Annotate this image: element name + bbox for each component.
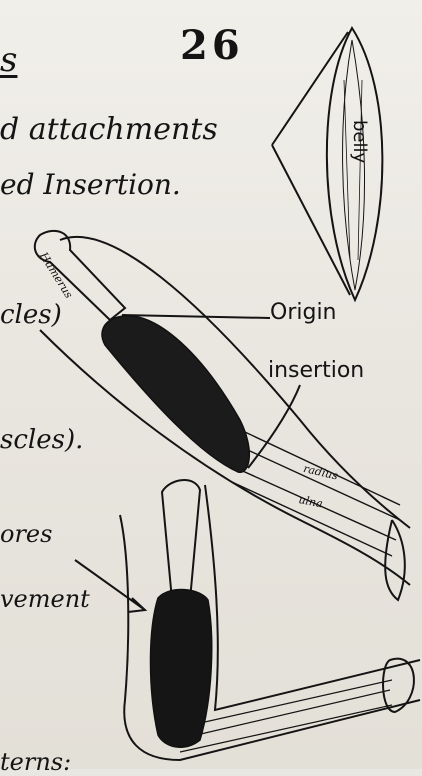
text-line-attachments: d attachments [0,112,218,147]
text-fragment-cles: cles) [0,300,62,330]
origin-pointer [122,315,270,318]
text-line-insertion: ed Insertion. [0,168,181,201]
text-fragment-ores: ores [0,520,52,548]
biceps-muscle-flexed [151,590,212,748]
text-fragment-scles: scles). [0,425,83,455]
muscle-belly-drawing [327,28,383,300]
label-origin: Origin [270,300,337,325]
insertion-pointer [248,385,300,468]
text-fragment-terns: terns: [0,748,71,776]
belly-pointer-lines [272,32,350,295]
hand-fist [383,659,414,712]
label-insertion: insertion [268,358,364,383]
heading-fragment: s [0,40,17,80]
flexed-humerus [162,480,200,600]
text-fragment-movement: vement [0,585,90,613]
page-number: 26 [180,22,244,69]
label-belly: belly [349,120,370,163]
